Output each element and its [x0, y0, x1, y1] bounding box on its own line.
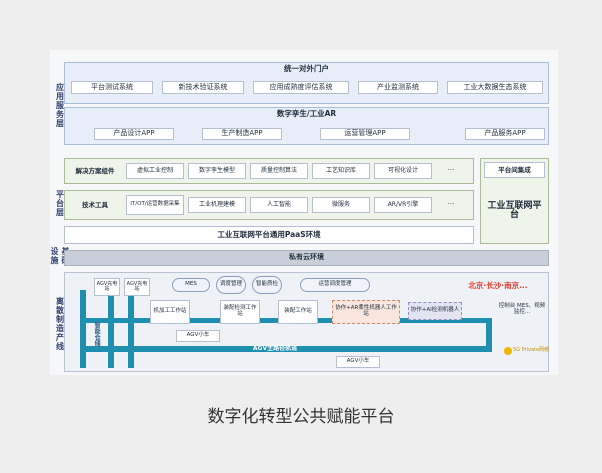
- paas-environment: 工业互联网平台通用PaaS环境: [64, 226, 474, 244]
- twin-app-4: 产品服务APP: [465, 128, 545, 140]
- solution-3: 质量控制算法: [250, 163, 308, 179]
- iiot-platform: 工业互联网平台: [487, 200, 542, 220]
- pipe-v3: [128, 290, 134, 368]
- station-assembly-inspection: 装配检测工作站: [220, 300, 260, 324]
- twin-app-1: 产品设计APP: [94, 128, 174, 140]
- tech-ellipsis: ···: [447, 200, 455, 209]
- portal-item-5: 工业大数据生态系统: [447, 81, 543, 94]
- station-machining: 机加工工作站: [150, 300, 190, 324]
- architecture-diagram: 应用服务层 平台层 基础设施 离散制造产线 统一对外门户 平台测试系统 新技术验…: [50, 50, 558, 375]
- solution-4: 工艺知识库: [312, 163, 370, 179]
- diagram-caption: 数字化转型公共赋能平台: [207, 407, 395, 427]
- portal-item-2: 新技术验证系统: [162, 81, 244, 94]
- solutions-ellipsis: ···: [447, 166, 455, 175]
- layer-label-platform: 平台层: [55, 189, 65, 217]
- pipe-h2: [80, 346, 492, 352]
- tech-5: AR/VR引擎: [374, 197, 432, 213]
- layer-label-production: 离散制造产线: [55, 297, 65, 351]
- pill-mes: MES: [172, 278, 210, 292]
- control-console: 控制台 MES、视频监控...: [498, 303, 546, 315]
- station-ai-robot: 协作+AI检测机器人: [408, 302, 462, 320]
- portal-title: 统一对外门户: [284, 64, 329, 74]
- tech-2: 工业机理建模: [188, 197, 246, 213]
- portal-item-4: 产业监测系统: [358, 81, 438, 94]
- station-assembly: 装配工作站: [278, 300, 318, 324]
- tech-4: 微服务: [312, 197, 370, 213]
- agv-car-1: AGV小车: [176, 330, 220, 342]
- pipe-v1: [80, 290, 86, 368]
- agv-main-track: AGV主路径轨道: [252, 345, 298, 353]
- pill-quality: 智能质检: [252, 276, 282, 294]
- pipe-v2: [108, 290, 114, 368]
- portal-item-1: 平台测试系统: [71, 81, 153, 94]
- twin-app-3: 运营管理APP: [320, 128, 410, 140]
- pill-operations: 运营调度管理: [300, 278, 370, 292]
- tech-3: 人工智能: [250, 197, 308, 213]
- agv-station-2: AGV充电站: [124, 278, 150, 296]
- location-note: 北京·长沙·南京...: [468, 281, 528, 291]
- platform-integration: 平台间集成: [484, 162, 545, 178]
- solution-1: 虚拟工业控制: [126, 163, 184, 179]
- portal-item-3: 应用成熟度评估系统: [253, 81, 349, 94]
- twin-title: 数字孪生/工业AR: [276, 109, 337, 119]
- tech-label: 技术工具: [82, 200, 108, 209]
- solution-5: 可视化设计: [374, 163, 432, 179]
- network-dot-icon: [504, 347, 512, 355]
- solutions-label: 解决方案组件: [75, 166, 115, 175]
- network-note: 5G Private网络: [513, 347, 549, 354]
- solution-2: 数字孪生模型: [188, 163, 246, 179]
- tech-1: IT/OT/运营数据采集: [126, 195, 184, 215]
- layer-label-app: 应用服务层: [55, 82, 65, 128]
- twin-app-2: 生产制造APP: [202, 128, 282, 140]
- smart-warehouse: 智能仓储: [93, 322, 101, 346]
- agv-station-1: AGV充电站: [94, 278, 120, 296]
- agv-car-2: AGV小车: [336, 356, 380, 368]
- station-ar-robot: 协作+AR柔性机器人工作站: [332, 300, 400, 324]
- pipe-v4: [486, 318, 492, 352]
- pill-scheduling: 调度管理: [216, 276, 246, 294]
- private-cloud: 私有云环境: [64, 250, 549, 266]
